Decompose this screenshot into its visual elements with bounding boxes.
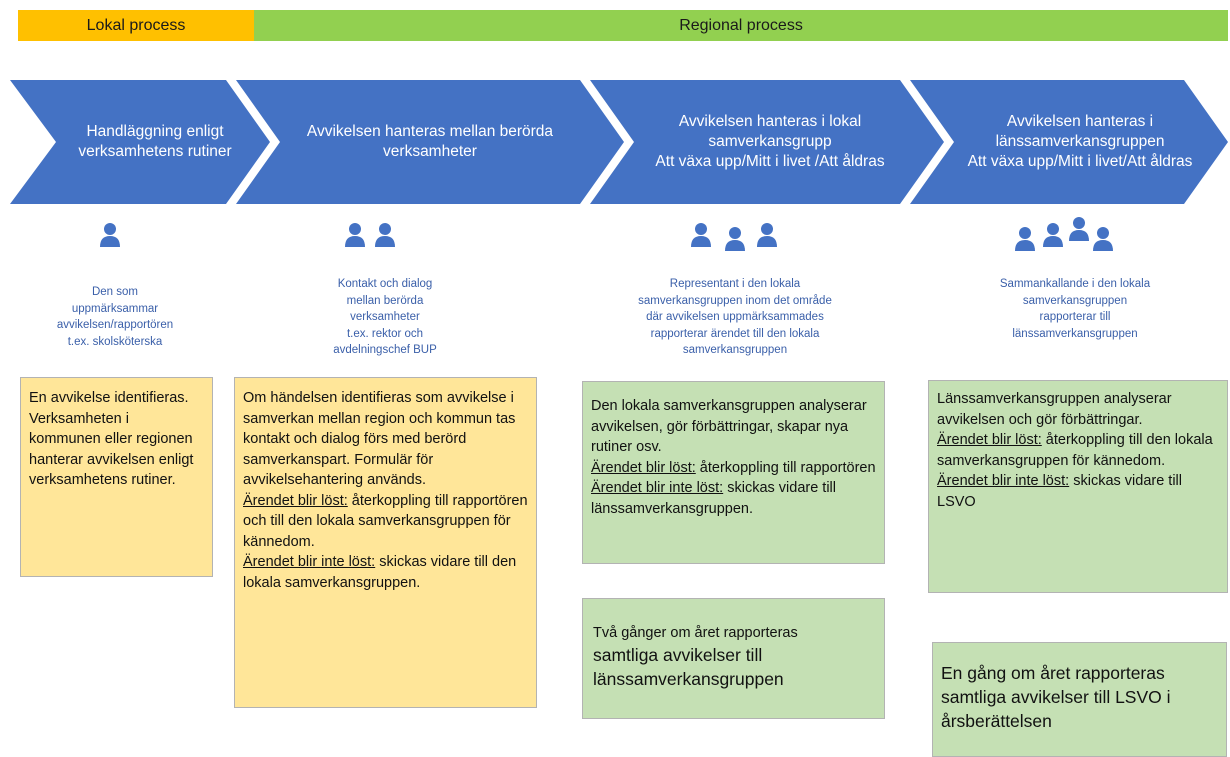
step-3-solved-label: Ärendet blir löst: <box>591 459 696 476</box>
person-icon <box>1015 227 1035 251</box>
person-icon <box>345 223 365 247</box>
person-icon <box>100 223 120 247</box>
role-text-step-1: Den som uppmärksammar avvikelsen/rapport… <box>56 286 174 348</box>
person-icon <box>375 223 395 247</box>
step-4-report-box: En gång om året rapporteras samtliga avv… <box>932 642 1227 757</box>
chevron-step-1-label: Handläggning enligt verksamhetens rutine… <box>78 123 232 160</box>
process-chevrons <box>10 80 1228 204</box>
step-1-description-box: En avvikelse identifieras. Verksamheten … <box>20 377 213 577</box>
role-text-step-3: Representant i den lokala samverkansgrup… <box>638 278 832 356</box>
step-3-intro: Den lokala samverkansgruppen analyserar … <box>591 398 867 455</box>
chevron-step-4 <box>910 80 1228 204</box>
step-3-report-line-2: samtliga avvikelser till länssamverkansg… <box>593 645 784 689</box>
step-4-solved-text: återkoppling till den lokala samverkansg… <box>937 432 1213 469</box>
step-4-report-text: En gång om året rapporteras samtliga avv… <box>941 663 1171 731</box>
step-2-solved-text: återkoppling till rapportören och till d… <box>243 492 528 550</box>
step-3-unsolved-text: skickas vidare till länssamverkansgruppe… <box>591 480 836 517</box>
people-icon-group-3 <box>688 222 784 252</box>
step-4-solved-label: Ärendet blir löst: <box>937 432 1042 448</box>
chevron-step-4-label: Avvikelsen hanteras i länssamverkansgrup… <box>967 113 1193 170</box>
person-icon <box>691 223 711 247</box>
step-3-description-box: Den lokala samverkansgruppen analyserar … <box>582 381 885 564</box>
step-3-report-box: Två gånger om året rapporteras samtliga … <box>582 598 885 719</box>
step-2-intro: Om händelsen identifieras som avvikelse … <box>243 390 516 488</box>
step-3-unsolved-label: Ärendet blir inte löst: <box>591 480 724 496</box>
header-regional-process: Regional process <box>254 10 1228 41</box>
chevron-step-1 <box>10 80 270 204</box>
role-text-step-4: Sammankallande i den lokala samverkansgr… <box>999 278 1151 340</box>
person-icon <box>725 227 745 251</box>
chevron-step-3-label: Avvikelsen hanteras i lokal samverkansgr… <box>655 113 885 170</box>
people-icon-group-1 <box>95 222 125 250</box>
role-text-step-2: Kontakt och dialog mellan berörda verksa… <box>333 278 437 356</box>
chevron-step-3 <box>590 80 944 204</box>
step-2-description-box: Om händelsen identifieras som avvikelse … <box>234 377 537 708</box>
step-3-report-line-1: Två gånger om året rapporteras <box>593 625 798 641</box>
people-icon-group-4 <box>1012 216 1116 252</box>
step-4-unsolved-label: Ärendet blir inte löst: <box>937 473 1070 489</box>
person-icon <box>757 223 777 247</box>
step-4-description-box: Länssamverkansgruppen analyserar avvikel… <box>928 380 1228 593</box>
step-1-description: En avvikelse identifieras. Verksamheten … <box>29 390 194 488</box>
people-icon-group-2 <box>340 222 400 250</box>
header-lokal-process: Lokal process <box>18 10 254 41</box>
step-4-unsolved-text: skickas vidare till LSVO <box>937 473 1182 510</box>
chevron-step-2-label: Avvikelsen hanteras mellan berörda verks… <box>306 123 554 160</box>
person-icon <box>1043 223 1063 247</box>
step-2-unsolved-text: skickas vidare till den lokala samverkan… <box>243 554 517 591</box>
step-3-solved-text: återkoppling till rapportören <box>695 459 876 476</box>
step-4-intro: Länssamverkansgruppen analyserar avvikel… <box>937 391 1172 428</box>
step-2-solved-label: Ärendet blir löst: <box>243 492 348 509</box>
person-icon <box>1069 217 1089 241</box>
person-icon <box>1093 227 1113 251</box>
step-2-unsolved-label: Ärendet blir inte löst: <box>243 554 376 570</box>
chevron-step-2 <box>236 80 624 204</box>
